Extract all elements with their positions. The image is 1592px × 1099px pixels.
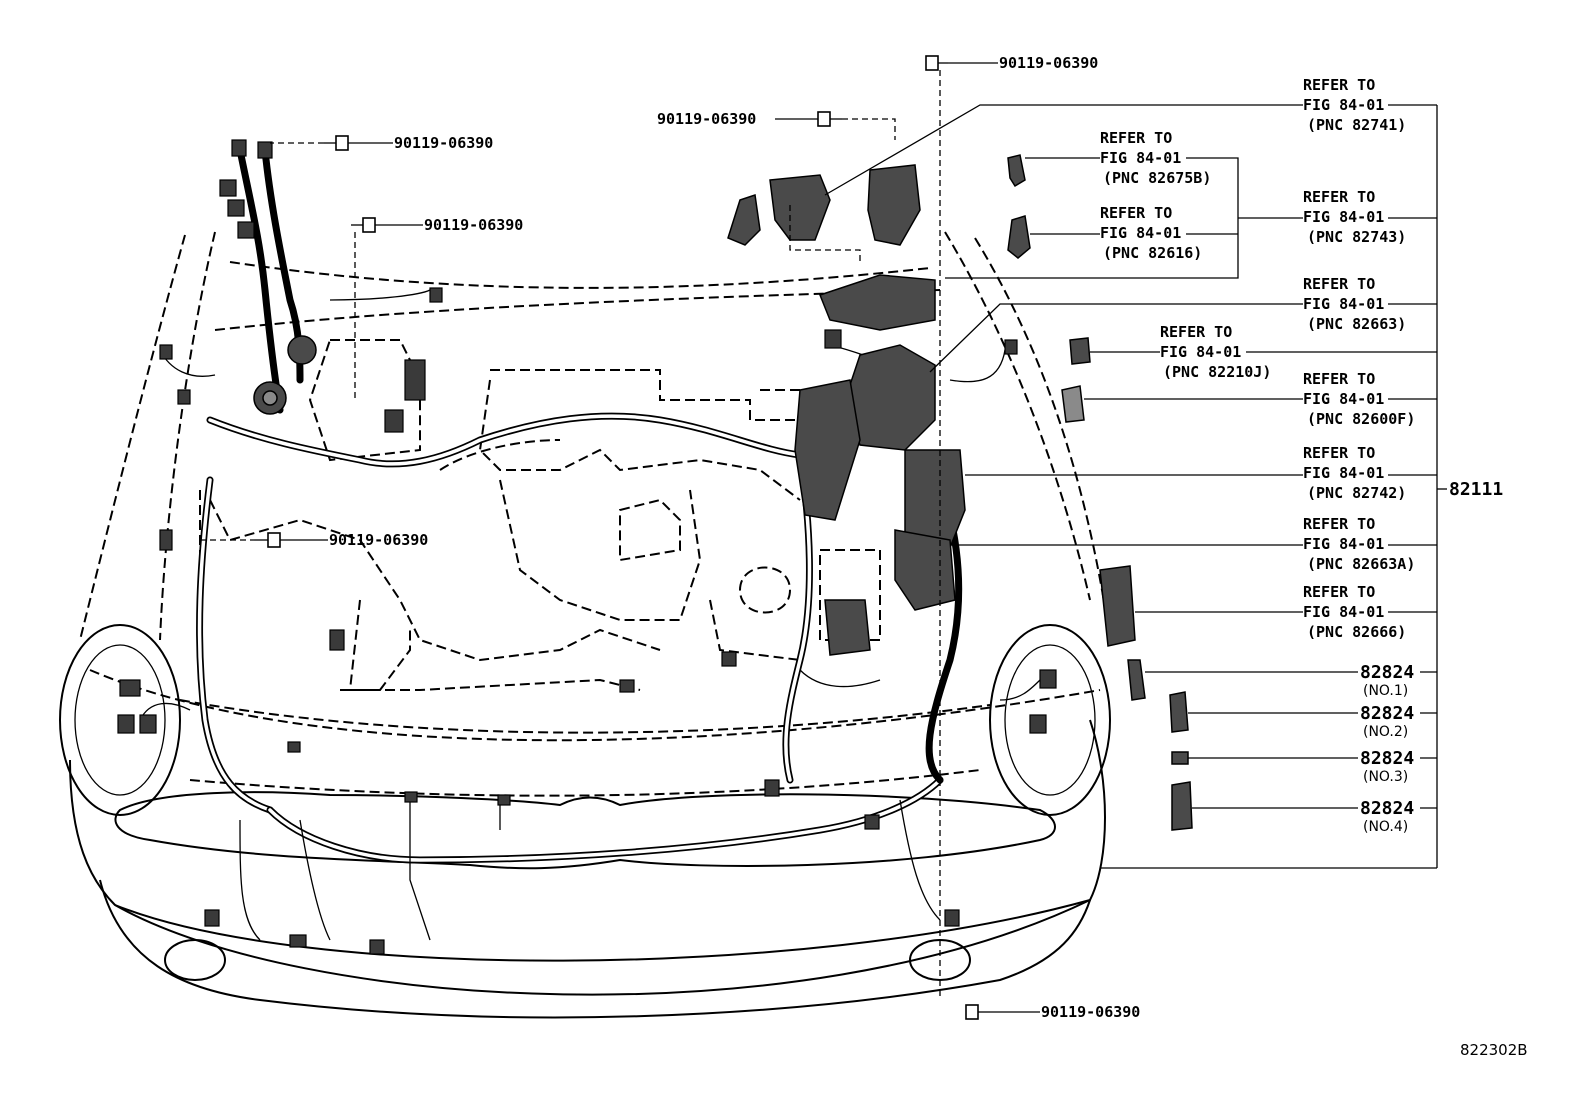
refer-to-label: REFER TO <box>1303 370 1375 388</box>
callout-pnc-82742: REFER TO FIG 84-01 (PNC 82742) <box>965 444 1437 502</box>
refer-to-label: REFER TO <box>1303 188 1375 206</box>
callout-pnc-82741: REFER TO FIG 84-01 (PNC 82741) <box>824 76 1437 196</box>
bolt-icon <box>925 55 948 71</box>
bolt-callouts: 90119-06390 90119-06390 90119-06390 9011… <box>280 54 1140 1021</box>
pnc-label: (PNC 82600F) <box>1307 410 1415 428</box>
figure-ref-label: FIG 84-01 <box>1303 535 1384 553</box>
callout-pnc-82743: REFER TO FIG 84-01 (PNC 82743) <box>1238 188 1437 246</box>
pnc-label: (PNC 82616) <box>1103 244 1202 262</box>
relay-icon-82600f <box>1061 385 1085 423</box>
side-part-icons <box>1007 154 1193 831</box>
fuse-icon-82675b <box>1007 154 1026 188</box>
clamp-icon-no2 <box>1169 691 1189 733</box>
figure-ref-label: FIG 84-01 <box>1100 149 1181 167</box>
figure-ref-label: FIG 84-01 <box>1303 390 1384 408</box>
clamp-part-label: 82824 <box>1360 703 1414 724</box>
clamp-part-label: 82824 <box>1360 798 1414 819</box>
pnc-label: (PNC 82663) <box>1307 315 1406 333</box>
junction-blocks <box>727 164 966 656</box>
refer-to-label: REFER TO <box>1303 76 1375 94</box>
clamp-part-label: 82824 <box>1360 662 1414 683</box>
main-harness-part-label: 82111 <box>1449 479 1503 500</box>
clamp-number-label: (NO.3) <box>1363 769 1408 785</box>
relay-icon-82210j <box>1069 337 1091 365</box>
bolt-icon <box>817 111 842 127</box>
pnc-label: (PNC 82742) <box>1307 484 1406 502</box>
callout-pnc-82663: REFER TO FIG 84-01 (PNC 82663) <box>929 275 1437 373</box>
refer-to-label: REFER TO <box>1303 583 1375 601</box>
harness-connectors <box>117 139 1057 955</box>
clamp-icon-no4 <box>1171 781 1193 831</box>
refer-to-label: REFER TO <box>1303 515 1375 533</box>
bolt-label: 90119-06390 <box>657 110 756 128</box>
callout-pnc-82666: REFER TO FIG 84-01 (PNC 82666) <box>1135 583 1437 641</box>
pnc-label: (PNC 82675B) <box>1103 169 1211 187</box>
bolt-icon <box>256 532 281 548</box>
clamp-number-label: (NO.1) <box>1363 683 1408 699</box>
bolt-label: 90119-06390 <box>999 54 1098 72</box>
bolt-icons <box>256 55 990 1020</box>
refer-to-label: REFER TO <box>1100 204 1172 222</box>
figure-ref-label: FIG 84-01 <box>1303 208 1384 226</box>
pnc-label: (PNC 82666) <box>1307 623 1406 641</box>
bolt-icon <box>965 1004 990 1020</box>
clamp-icon-no1 <box>1127 659 1146 701</box>
refer-to-label: REFER TO <box>1100 129 1172 147</box>
bolt-dash-leaders <box>200 70 941 1000</box>
callout-pnc-82616: REFER TO FIG 84-01 (PNC 82616) <box>1030 204 1238 262</box>
bolt-label: 90119-06390 <box>1041 1003 1140 1021</box>
bolt-icon <box>324 135 349 151</box>
bolt-icon <box>351 217 376 233</box>
bolt-label: 90119-06390 <box>394 134 493 152</box>
figure-ref-label: FIG 84-01 <box>1160 343 1241 361</box>
clamp-callouts: 82824 (NO.1) 82824 (NO.2) 82824 (NO.3) 8… <box>1145 662 1437 835</box>
refer-to-label: REFER TO <box>1160 323 1232 341</box>
pnc-label: (PNC 82743) <box>1307 228 1406 246</box>
clamp-icon-no3 <box>1171 751 1189 765</box>
vehicle-body-outline <box>59 231 1111 1019</box>
clamp-number-label: (NO.4) <box>1363 819 1408 835</box>
bolt-label: 90119-06390 <box>329 531 428 549</box>
callout-pnc-82600f: REFER TO FIG 84-01 (PNC 82600F) <box>1084 370 1437 428</box>
pnc-label: (PNC 82210J) <box>1163 363 1271 381</box>
refer-to-label: REFER TO <box>1303 444 1375 462</box>
fuse-block-icon-82666 <box>1099 565 1136 647</box>
engine-bay-components <box>199 339 881 691</box>
figure-ref-label: FIG 84-01 <box>1303 295 1384 313</box>
figure-ref-label: FIG 84-01 <box>1303 96 1384 114</box>
figure-ref-label: FIG 84-01 <box>1100 224 1181 242</box>
callout-pnc-82663a: REFER TO FIG 84-01 (PNC 82663A) <box>950 515 1437 573</box>
fuse-icon-82616 <box>1007 215 1031 259</box>
figure-ref-label: FIG 84-01 <box>1303 464 1384 482</box>
figure-ref-label: FIG 84-01 <box>1303 603 1384 621</box>
pnc-label: (PNC 82663A) <box>1307 555 1415 573</box>
callout-pnc-82210j: REFER TO FIG 84-01 (PNC 82210J) <box>1090 323 1437 381</box>
clamp-part-label: 82824 <box>1360 748 1414 769</box>
clamp-number-label: (NO.2) <box>1363 724 1408 740</box>
diagram-code: 822302B <box>1460 1041 1528 1059</box>
bolt-label: 90119-06390 <box>424 216 523 234</box>
refer-to-label: REFER TO <box>1303 275 1375 293</box>
pnc-label: (PNC 82741) <box>1307 116 1406 134</box>
refer-to-callouts: REFER TO FIG 84-01 (PNC 82741) REFER TO … <box>824 76 1503 869</box>
